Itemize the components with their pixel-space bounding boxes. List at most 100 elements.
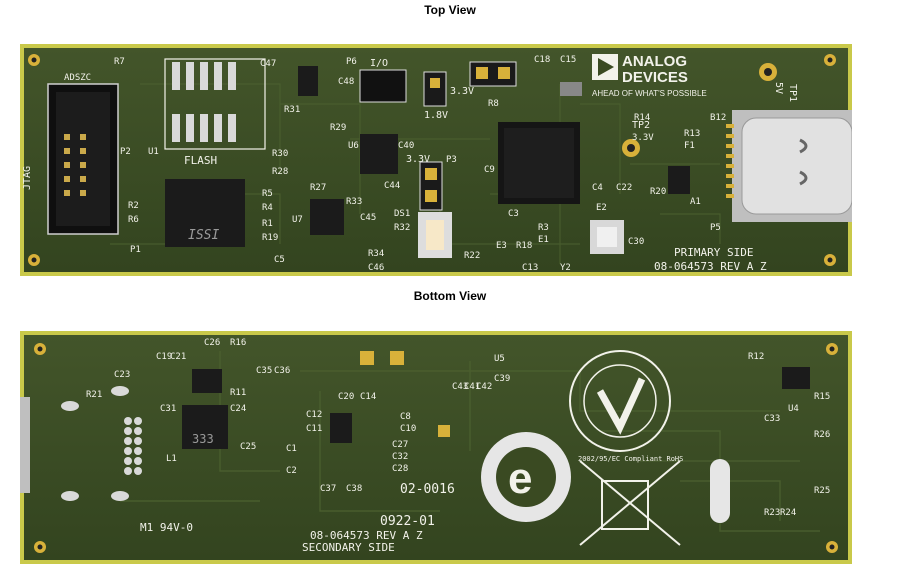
v5-label: 5V <box>773 82 784 94</box>
ref-designator: P3 <box>446 155 457 165</box>
issi-memory-chip <box>165 179 245 247</box>
mounting-holes <box>28 54 836 266</box>
ref-designator: R2 <box>128 201 139 211</box>
bottom-rev-label: 08-064573 REV A Z <box>310 529 423 542</box>
ref-designator: R19 <box>262 233 278 243</box>
ref-designator: C20 <box>338 392 354 402</box>
ref-designator: R11 <box>230 388 246 398</box>
tp2-label: TP2 <box>632 120 650 131</box>
ref-designator: R7 <box>114 57 125 67</box>
io-switch <box>359 69 407 103</box>
rohs-text: 2002/95/EC Compliant RoHS <box>578 455 683 463</box>
ic-u6 <box>360 134 398 174</box>
ref-designator: C44 <box>384 181 400 191</box>
ref-designator: C42 <box>476 382 492 392</box>
usb-mounting-pads <box>61 386 129 501</box>
v33-label: 3.3V <box>450 86 474 97</box>
ref-designator: C31 <box>160 404 176 414</box>
ref-designator: C2 <box>286 466 297 476</box>
ref-designator: R13 <box>684 129 700 139</box>
usb-c-connector-edge <box>20 397 30 493</box>
ref-designator: R27 <box>310 183 326 193</box>
ref-designator: C11 <box>306 424 322 434</box>
primary-side-label: PRIMARY SIDE <box>674 246 753 259</box>
bottom-view-board: 333 e SECONDARY SIDE 08-064573 REV A Z 0… <box>20 331 852 564</box>
ref-designator: C30 <box>628 237 644 247</box>
ref-designator: U1 <box>148 147 159 157</box>
jtag-header <box>47 83 119 235</box>
ref-designator: P6 <box>346 57 357 67</box>
ref-designator: C22 <box>616 183 632 193</box>
ref-designator: C38 <box>346 484 362 494</box>
ref-designator: L1 <box>166 454 177 464</box>
ref-designator: C19 <box>156 352 172 362</box>
v18-label: 1.8V <box>424 110 448 121</box>
ref-designator: R28 <box>272 167 288 177</box>
ref-designator: C14 <box>360 392 376 402</box>
ref-designator: C26 <box>204 338 220 348</box>
ref-designator: R30 <box>272 149 288 159</box>
ref-designator: U7 <box>292 215 303 225</box>
ref-designator: U4 <box>788 404 799 414</box>
ref-designator: R31 <box>284 105 300 115</box>
ref-designator: R14 <box>634 113 650 123</box>
ref-designator: R33 <box>346 197 362 207</box>
ref-designator: C37 <box>320 484 336 494</box>
ref-designator: DS1 <box>394 209 410 219</box>
ref-designator: C45 <box>360 213 376 223</box>
ref-designator: A1 <box>690 197 701 207</box>
ref-designator: C4 <box>592 183 603 193</box>
tp1-label: TP1 <box>787 84 798 102</box>
ref-designator: R16 <box>230 338 246 348</box>
ref-designator: C9 <box>484 165 495 175</box>
ref-designator: C1 <box>286 444 297 454</box>
ref-designator: C28 <box>392 464 408 474</box>
ref-designator: R21 <box>86 390 102 400</box>
top-view-title: Top View <box>424 3 476 17</box>
ref-designator: R24 <box>780 508 796 518</box>
ref-designator: P1 <box>130 245 141 255</box>
ref-designator: C5 <box>274 255 285 265</box>
ref-designator: R6 <box>128 215 139 225</box>
part-number-1: 02-0016 <box>400 482 455 497</box>
ref-designator: B12 <box>710 113 726 123</box>
flash-label: FLASH <box>184 154 217 167</box>
adsz-label: ADSZC <box>64 73 91 83</box>
ref-designator: C8 <box>400 412 411 422</box>
ul-mark: M1 94V-0 <box>140 521 193 534</box>
ref-designator: C21 <box>170 352 186 362</box>
brand-tagline: AHEAD OF WHAT'S POSSIBLE <box>592 89 707 98</box>
ref-designator: F1 <box>684 141 695 151</box>
ref-designator: R5 <box>262 189 273 199</box>
ref-designator: C33 <box>764 414 780 424</box>
inductor-l1 <box>182 405 228 449</box>
ref-designator: R25 <box>814 486 830 496</box>
weee-crossed-bin <box>579 460 681 546</box>
ref-designator: C24 <box>230 404 246 414</box>
secondary-side-label: SECONDARY SIDE <box>302 541 395 554</box>
ref-designator: C43 <box>452 382 468 392</box>
ref-designator: C46 <box>368 263 384 273</box>
brand-line1: ANALOG <box>622 53 687 70</box>
ref-designator: R34 <box>368 249 384 259</box>
board-surface <box>24 335 848 560</box>
ref-designator: C15 <box>560 55 576 65</box>
usb-c-connector <box>726 110 852 222</box>
io-label: I/O <box>370 58 388 69</box>
top-rev-label: 08-064573 REV A Z <box>654 260 767 273</box>
issi-chip-text: ISSI <box>188 228 219 243</box>
jtag-label: JTAG <box>22 166 33 190</box>
ref-designator: R29 <box>330 123 346 133</box>
ref-designator: R8 <box>488 99 499 109</box>
ref-designator: P5 <box>710 223 721 233</box>
ref-designator: R4 <box>262 203 273 213</box>
mounting-holes <box>34 343 838 553</box>
analog-devices-logo <box>592 54 618 80</box>
ref-designator: R20 <box>650 187 666 197</box>
ref-designator: C39 <box>494 374 510 384</box>
inductor-text: 333 <box>192 432 214 446</box>
ref-designator: R22 <box>464 251 480 261</box>
svg-text:e: e <box>508 454 532 503</box>
ref-designator: U6 <box>348 141 359 151</box>
ref-designator: C36 <box>274 366 290 376</box>
